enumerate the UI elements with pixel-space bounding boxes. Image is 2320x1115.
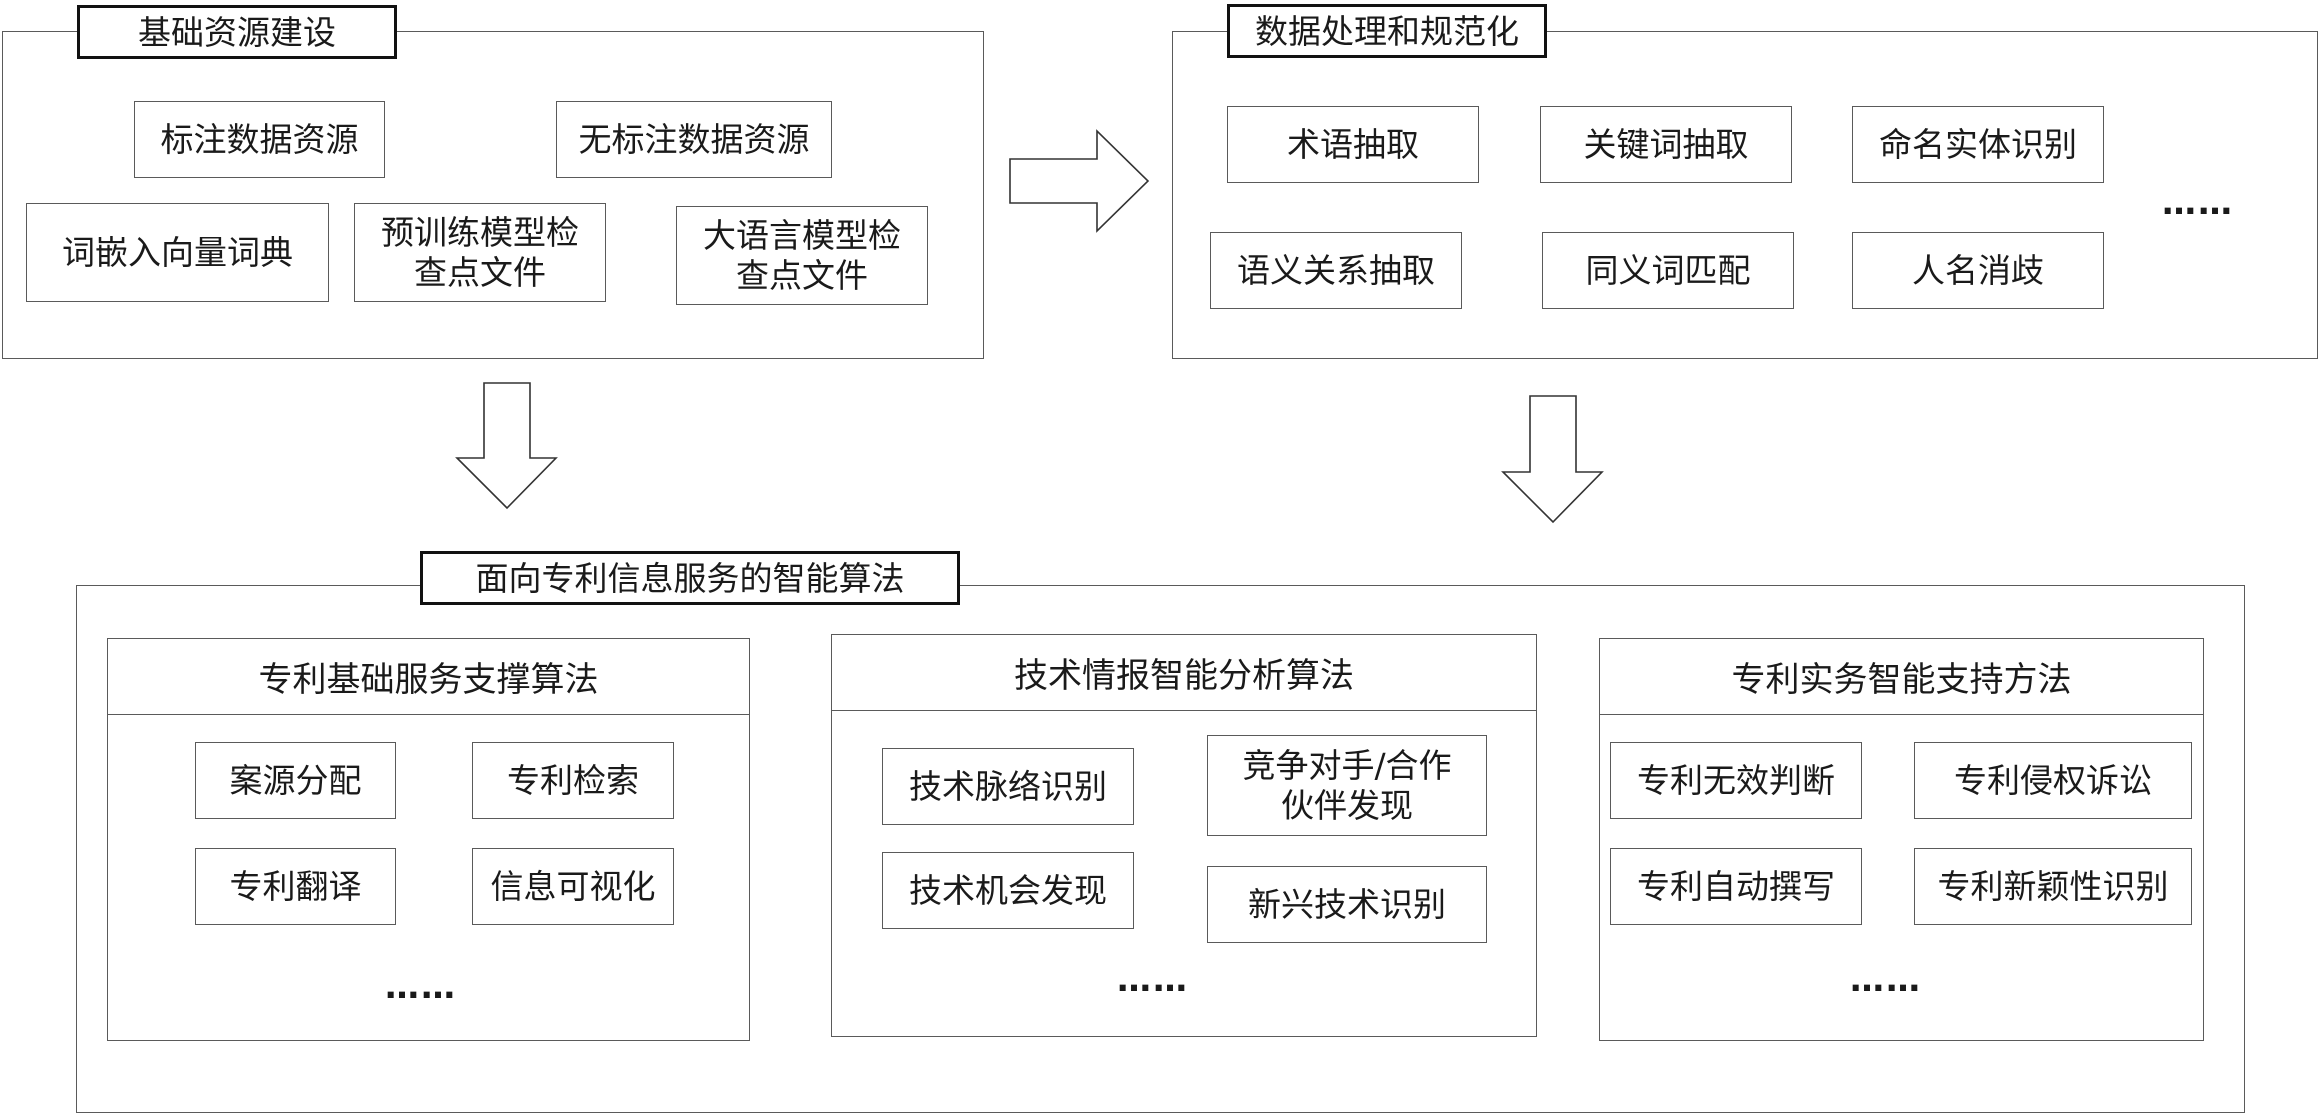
tech-intel-more-ellipsis: …… xyxy=(1117,963,1189,997)
semantic-relation-box: 语义关系抽取 xyxy=(1210,232,1462,309)
competitor-partner-box: 竞争对手/合作 伙伴发现 xyxy=(1207,735,1487,836)
right-arrow-shape xyxy=(1010,131,1148,231)
base-resources-title: 基础资源建设 xyxy=(77,5,397,59)
case-allocation-box: 案源分配 xyxy=(195,742,396,819)
word-embedding-box: 词嵌入向量词典 xyxy=(26,203,329,302)
emerging-tech-box: 新兴技术识别 xyxy=(1207,866,1487,943)
unlabeled-data-box: 无标注数据资源 xyxy=(556,101,832,178)
name-disambiguation-box: 人名消歧 xyxy=(1852,232,2104,309)
llm-checkpoint-box: 大语言模型检 查点文件 xyxy=(676,206,928,305)
tech-opportunity-box: 技术机会发现 xyxy=(882,852,1134,929)
base-resources-panel xyxy=(2,31,984,359)
novelty-identification-box: 专利新颖性识别 xyxy=(1914,848,2192,925)
tech-lineage-box: 技术脉络识别 xyxy=(882,748,1134,825)
ner-box: 命名实体识别 xyxy=(1852,106,2104,183)
down-arrow-right-shape xyxy=(1503,396,1602,522)
patent-practice-group-title: 专利实务智能支持方法 xyxy=(1600,639,2203,715)
algorithms-title: 面向专利信息服务的智能算法 xyxy=(420,551,960,605)
keyword-extraction-box: 关键词抽取 xyxy=(1540,106,1792,183)
invalidity-judgment-box: 专利无效判断 xyxy=(1610,742,1862,819)
labeled-data-box: 标注数据资源 xyxy=(134,101,385,178)
data-processing-title: 数据处理和规范化 xyxy=(1227,4,1547,58)
processing-more-ellipsis: …… xyxy=(2162,186,2234,220)
patent-translation-box: 专利翻译 xyxy=(195,848,396,925)
basic-service-group-title: 专利基础服务支撑算法 xyxy=(108,639,749,715)
patent-practice-more-ellipsis: …… xyxy=(1850,963,1922,997)
infringement-litigation-box: 专利侵权诉讼 xyxy=(1914,742,2192,819)
info-visualization-box: 信息可视化 xyxy=(472,848,674,925)
basic-service-more-ellipsis: …… xyxy=(385,970,457,1004)
data-processing-panel xyxy=(1172,31,2318,359)
tech-intel-group-title: 技术情报智能分析算法 xyxy=(832,635,1536,711)
down-arrow-left-shape xyxy=(457,383,556,508)
synonym-matching-box: 同义词匹配 xyxy=(1542,232,1794,309)
term-extraction-box: 术语抽取 xyxy=(1227,106,1479,183)
pretrained-checkpoint-box: 预训练模型检 查点文件 xyxy=(354,203,606,302)
patent-search-box: 专利检索 xyxy=(472,742,674,819)
auto-drafting-box: 专利自动撰写 xyxy=(1610,848,1862,925)
